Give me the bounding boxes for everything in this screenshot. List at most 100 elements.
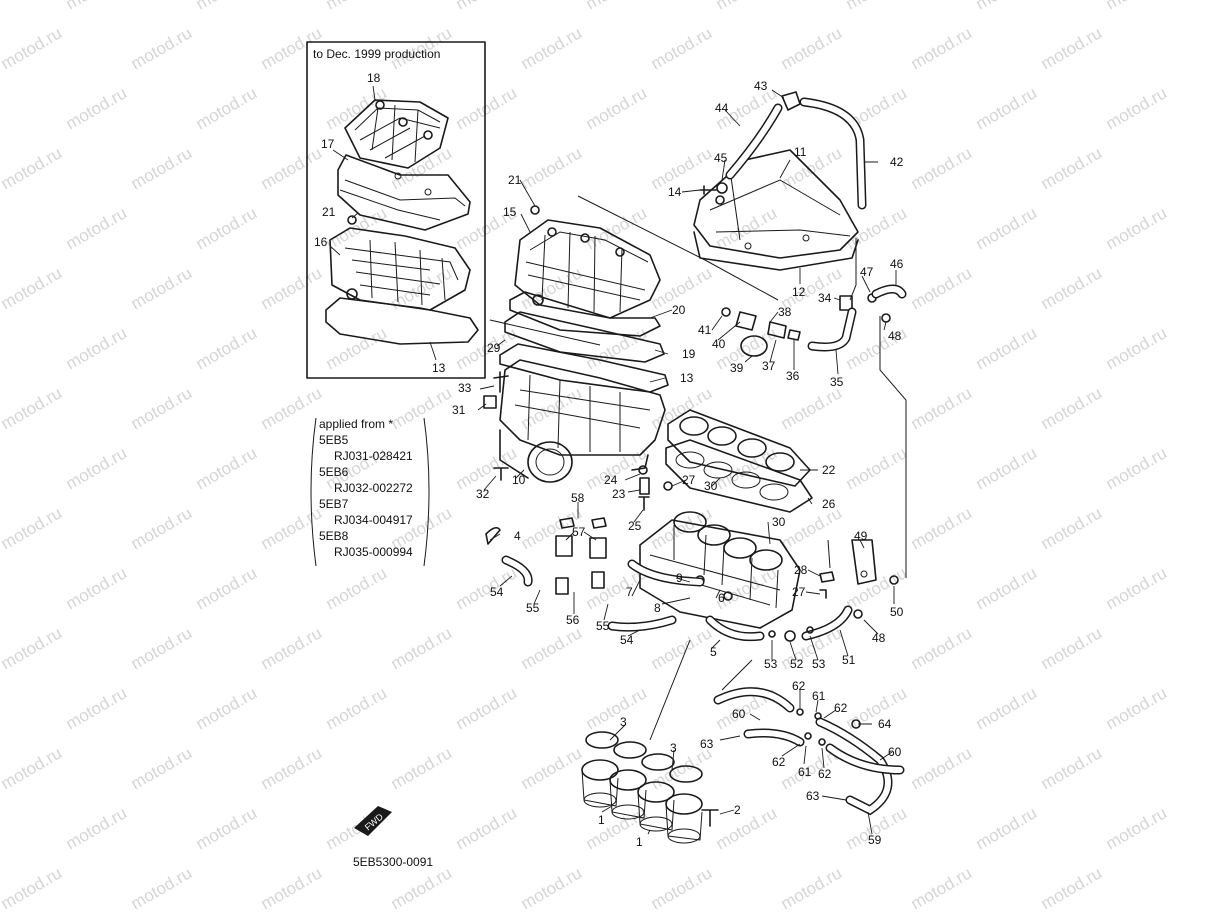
watermark-text: motod.ru: [193, 83, 261, 133]
callout-62: 62: [818, 767, 832, 781]
callout-14: 14: [668, 185, 682, 199]
watermark-text: motod.ru: [1103, 323, 1171, 373]
watermark-text: motod.ru: [973, 443, 1041, 493]
callout-10: 10: [512, 473, 526, 487]
watermark-text: motod.ru: [388, 743, 456, 793]
watermark-text: motod.ru: [1103, 0, 1171, 13]
watermark-text: motod.ru: [778, 23, 846, 73]
callout-30: 30: [772, 515, 786, 529]
watermark-text: motod.ru: [1038, 23, 1106, 73]
callout-39: 39: [730, 361, 744, 375]
watermark-text: motod.ru: [63, 683, 131, 733]
watermark-text: motod.ru: [258, 863, 326, 913]
callout-28: 28: [794, 563, 808, 577]
callout-38: 38: [778, 305, 792, 319]
airbox-cover-assembly: [489, 205, 669, 393]
watermark-text: motod.ru: [388, 623, 456, 673]
applied-range: RJ034-004917: [334, 513, 413, 527]
watermark-text: motod.ru: [583, 0, 651, 13]
watermark-text: motod.ru: [0, 383, 65, 433]
air-induction-valves: [485, 517, 814, 642]
intake-joints: [581, 731, 719, 844]
watermark-text: motod.ru: [193, 323, 261, 373]
callout-27: 27: [682, 473, 696, 487]
callout-1: 1: [636, 835, 643, 849]
watermark-text: motod.ru: [193, 0, 261, 13]
callout-34: 34: [818, 291, 832, 305]
callout-37: 37: [762, 359, 776, 373]
grommet-21: [530, 205, 540, 215]
callout-63: 63: [806, 789, 820, 803]
funnel-plate: [663, 409, 813, 513]
watermark-text: motod.ru: [908, 23, 976, 73]
callout-53: 53: [812, 657, 826, 671]
callout-56: 56: [566, 613, 580, 627]
watermark-text: motod.ru: [453, 443, 521, 493]
watermark-text: motod.ru: [128, 143, 196, 193]
callout-47: 47: [860, 265, 874, 279]
watermark-text: motod.ru: [908, 623, 976, 673]
callout-49: 49: [854, 529, 868, 543]
inset-air-cover: [337, 154, 471, 231]
callout-57: 57: [572, 525, 586, 539]
callout-40: 40: [712, 337, 726, 351]
inset-filter-element: [329, 227, 471, 311]
callout-43: 43: [754, 79, 768, 93]
watermark-text: motod.ru: [453, 83, 521, 133]
watermark-text: motod.ru: [778, 863, 846, 913]
watermark-text: motod.ru: [518, 143, 586, 193]
watermark-text: motod.ru: [908, 143, 976, 193]
watermark-text: motod.ru: [1038, 623, 1106, 673]
callout-35: 35: [830, 375, 844, 389]
watermark-text: motod.ru: [258, 743, 326, 793]
callout-3: 3: [670, 741, 677, 755]
watermark-text: motod.ru: [648, 623, 716, 673]
callout-15: 15: [503, 205, 517, 219]
callout-27: 27: [792, 585, 806, 599]
callout-13: 13: [680, 371, 694, 385]
callout-31: 31: [452, 403, 466, 417]
watermark-text: motod.ru: [453, 683, 521, 733]
callout-32: 32: [476, 487, 490, 501]
callout-21: 21: [322, 205, 336, 219]
watermark-text: motod.ru: [518, 863, 586, 913]
watermark-text: motod.ru: [0, 503, 65, 553]
applied-range: RJ035-000994: [334, 545, 413, 559]
watermark-text: motod.ru: [1103, 683, 1171, 733]
inset-seal-13: [325, 297, 479, 345]
callout-2: 2: [734, 803, 741, 817]
watermark-text: motod.ru: [453, 563, 521, 613]
callout-29: 29: [487, 341, 501, 355]
callout-44: 44: [715, 101, 729, 115]
airbox-case: [483, 359, 666, 511]
callout-7: 7: [626, 585, 633, 599]
watermark-text: motod.ru: [973, 203, 1041, 253]
watermark-text: motod.ru: [1038, 383, 1106, 433]
watermark-text: motod.ru: [713, 203, 781, 253]
watermark-text: motod.ru: [583, 323, 651, 373]
watermark-text: motod.ru: [258, 143, 326, 193]
callout-labels: 21 15 20 19 29 13 33 31 32 10 24 23 25 4…: [452, 79, 904, 849]
callout-50: 50: [890, 605, 904, 619]
watermark-text: motod.ru: [518, 263, 586, 313]
watermark-text: motod.ru: [973, 683, 1041, 733]
callout-13: 13: [432, 361, 446, 375]
watermark-text: motod.ru: [453, 803, 521, 853]
watermark-text: motod.ru: [323, 0, 391, 13]
airbox-upper-case: [577, 91, 867, 301]
callout-54: 54: [620, 633, 634, 647]
watermark-text: motod.ru: [193, 683, 261, 733]
callout-33: 33: [458, 381, 472, 395]
watermark-text: motod.ru: [973, 0, 1041, 13]
watermark-text: motod.ru: [648, 23, 716, 73]
applied-from-note: applied from * 5EB5 RJ031-028421 5EB6 RJ…: [310, 417, 430, 567]
callout-16: 16: [314, 235, 328, 249]
callout-63: 63: [700, 737, 714, 751]
applied-heading: applied from *: [319, 417, 393, 431]
watermark-text: motod.ru: [518, 623, 586, 673]
watermark-text: motod.ru: [518, 743, 586, 793]
inset-label: to Dec. 1999 production: [313, 47, 440, 61]
callout-55: 55: [526, 601, 540, 615]
watermark-text: motod.ru: [1038, 263, 1106, 313]
